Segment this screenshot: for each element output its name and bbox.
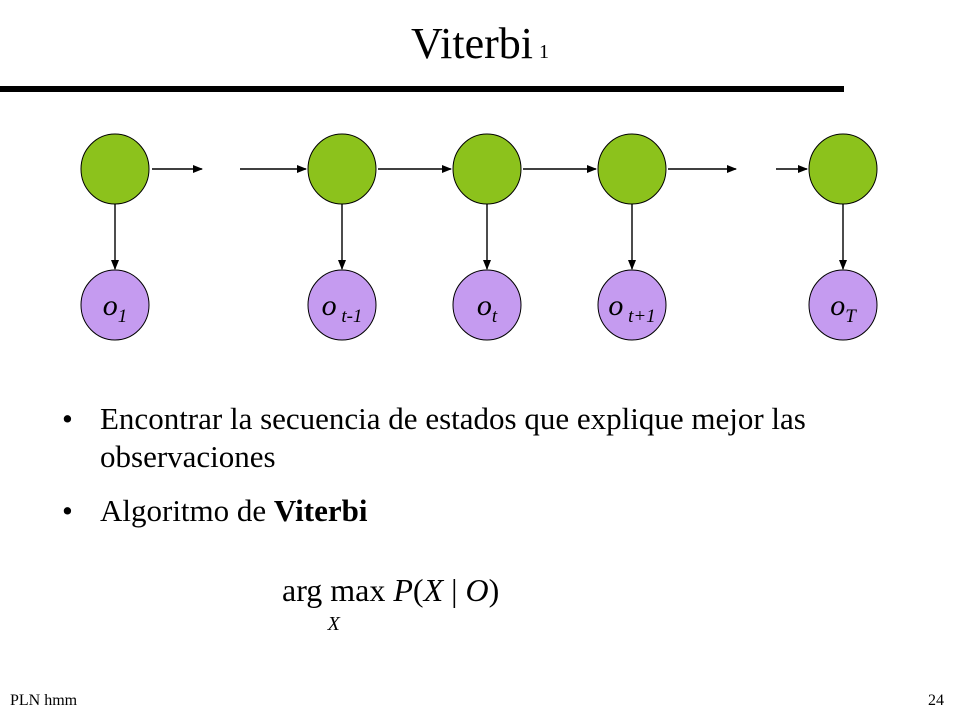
bullet-symbol: •: [62, 401, 73, 436]
slide-title: Viterbi 1: [0, 18, 960, 78]
formula-op-subscript: X: [327, 613, 340, 635]
page-number: 24: [928, 692, 944, 709]
observation-node-4: [597, 269, 667, 341]
bullet-item-1: • Encontrar la secuencia de estados que …: [62, 400, 862, 476]
observation-node-1: [80, 269, 150, 341]
bullet-text-1: Encontrar la secuencia de estados que ex…: [100, 401, 806, 474]
bullet-symbol: •: [62, 493, 73, 528]
formula-operator: arg max X: [282, 570, 386, 635]
observation-label-1: o1: [103, 289, 128, 327]
formula-arg2: O: [465, 572, 489, 608]
formula-arg1: X: [423, 572, 444, 608]
state-node-3: [452, 133, 522, 205]
slide-title-number: 1: [539, 41, 549, 63]
hmm-diagram: o1 o t-1 ot o t+1 oT: [80, 133, 878, 341]
observation-label-4: o t+1: [608, 289, 655, 327]
observation-node-5: [808, 269, 878, 341]
observation-label-5: oT: [830, 289, 857, 327]
bullet-item-2: • Algoritmo de Viterbi: [62, 492, 862, 530]
observation-label-3: ot: [477, 289, 498, 327]
title-rule: [0, 86, 844, 92]
observation-label-2: o t-1: [322, 289, 363, 327]
state-node-1: [80, 133, 150, 205]
state-node-4: [597, 133, 667, 205]
observation-node-2: [307, 269, 377, 341]
formula-close-paren: ): [488, 572, 500, 608]
state-node-2: [307, 133, 377, 205]
footer-label: PLN hmm: [10, 692, 78, 709]
bullet-list: • Encontrar la secuencia de estados que …: [62, 400, 862, 546]
formula: arg max X P(X | O): [282, 570, 500, 635]
formula-op-text: arg max: [282, 572, 386, 608]
observation-node-3: [452, 269, 522, 341]
bullet-text-2-bold: Viterbi: [273, 493, 368, 528]
formula-open-paren: (: [412, 572, 424, 608]
bullet-text-2: Algoritmo de: [100, 493, 274, 528]
slide-title-text: Viterbi: [411, 19, 533, 68]
formula-func: P: [393, 572, 413, 608]
state-node-5: [808, 133, 878, 205]
formula-bar: |: [443, 572, 466, 608]
